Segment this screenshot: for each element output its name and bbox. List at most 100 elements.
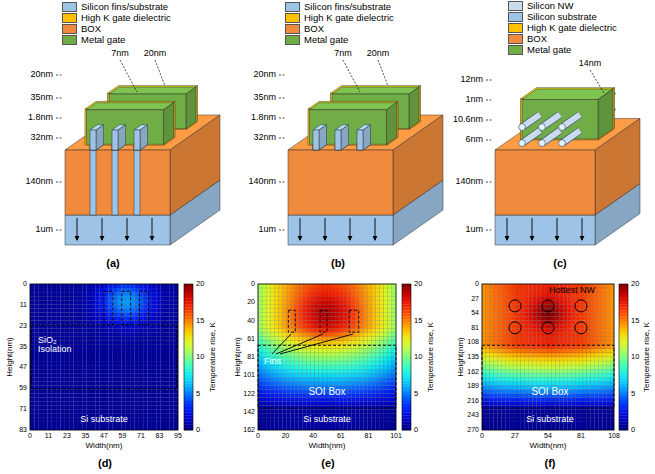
heat-cell [30, 373, 34, 377]
heat-cell [30, 418, 34, 422]
heat-cell [274, 321, 278, 325]
heat-cell [78, 300, 82, 304]
heat-cell [156, 288, 160, 292]
heat-cell [331, 284, 335, 288]
heat-cell [331, 349, 335, 353]
heat-cell [323, 321, 327, 325]
heat-cell [384, 333, 388, 337]
heat-cell [156, 381, 160, 385]
heat-cell [87, 345, 91, 349]
colorbar-step [184, 410, 193, 413]
heat-cell [139, 377, 143, 381]
heat-cell [169, 312, 173, 316]
heat-cell [69, 381, 73, 385]
heat-cell [39, 422, 43, 426]
heat-cell [266, 304, 270, 308]
heat-cell [143, 357, 147, 361]
heat-cell [262, 312, 266, 316]
heat-cell [392, 284, 396, 288]
heat-cell [78, 365, 82, 369]
heat-cell [139, 398, 143, 402]
heat-cell [87, 316, 91, 320]
heat-cell [161, 304, 165, 308]
heat-cell [359, 312, 363, 316]
heat-cell [108, 365, 112, 369]
heat-cell [100, 402, 104, 406]
heat-cell [174, 369, 178, 373]
heat-cell [307, 321, 311, 325]
heat-cell [343, 312, 347, 316]
heat-cell [376, 337, 380, 341]
heat-cell [52, 312, 56, 316]
heat-cell [43, 426, 47, 430]
heat-cell [100, 389, 104, 393]
heat-cell [299, 333, 303, 337]
heat-cell [82, 381, 86, 385]
heat-cell [65, 316, 69, 320]
heat-cell [39, 365, 43, 369]
heat-cell [331, 288, 335, 292]
heat-cell [152, 365, 156, 369]
heat-cell [47, 377, 51, 381]
heat-cell [351, 325, 355, 329]
heat-cell [307, 349, 311, 353]
heat-cell [47, 414, 51, 418]
heat-cell [331, 300, 335, 304]
heat-cell [52, 394, 56, 398]
heat-cell [134, 308, 138, 312]
heat-cell [78, 292, 82, 296]
heat-cell [108, 373, 112, 377]
heat-cell [156, 377, 160, 381]
heat-cell [364, 316, 368, 320]
heat-cell [174, 406, 178, 410]
heat-cell [100, 357, 104, 361]
heat-cell [143, 304, 147, 308]
heat-cell [65, 284, 69, 288]
heat-cell [87, 321, 91, 325]
heat-cell [104, 361, 108, 365]
heat-cell [34, 296, 38, 300]
heat-cell [161, 373, 165, 377]
heat-cell [319, 325, 323, 329]
heat-cell [169, 337, 173, 341]
heat-cell [165, 402, 169, 406]
heat-cell [52, 357, 56, 361]
heat-cell [315, 304, 319, 308]
heat-cell [169, 373, 173, 377]
heat-cell [315, 296, 319, 300]
heat-cell [380, 296, 384, 300]
heat-cell [278, 325, 282, 329]
heat-cell [282, 300, 286, 304]
heat-cell [34, 284, 38, 288]
heat-cell [34, 365, 38, 369]
heat-cell [56, 288, 60, 292]
heat-cell [43, 304, 47, 308]
heat-cell [270, 288, 274, 292]
heat-cell [148, 398, 152, 402]
heat-cell [299, 337, 303, 341]
heat-cell [69, 389, 73, 393]
heat-cell [43, 357, 47, 361]
heat-cell [100, 284, 104, 288]
heat-cell [65, 389, 69, 393]
heat-cell [323, 325, 327, 329]
heat-cell [108, 304, 112, 308]
heat-cell [388, 316, 392, 320]
colorbar-step [184, 339, 193, 342]
heat-cell [343, 292, 347, 296]
heat-cell [65, 394, 69, 398]
device-drawing [486, 70, 640, 245]
heat-cell [30, 341, 34, 345]
heat-cell [113, 365, 117, 369]
heat-cell [335, 321, 339, 325]
heat-cell [278, 321, 282, 325]
heat-cell [134, 304, 138, 308]
heat-cell [156, 414, 160, 418]
heat-cell [134, 361, 138, 365]
heat-cell [34, 357, 38, 361]
heat-cell [60, 284, 64, 288]
heat-cell [104, 410, 108, 414]
heat-cell [347, 337, 351, 341]
heat-cell [78, 337, 82, 341]
heat-cell [152, 394, 156, 398]
